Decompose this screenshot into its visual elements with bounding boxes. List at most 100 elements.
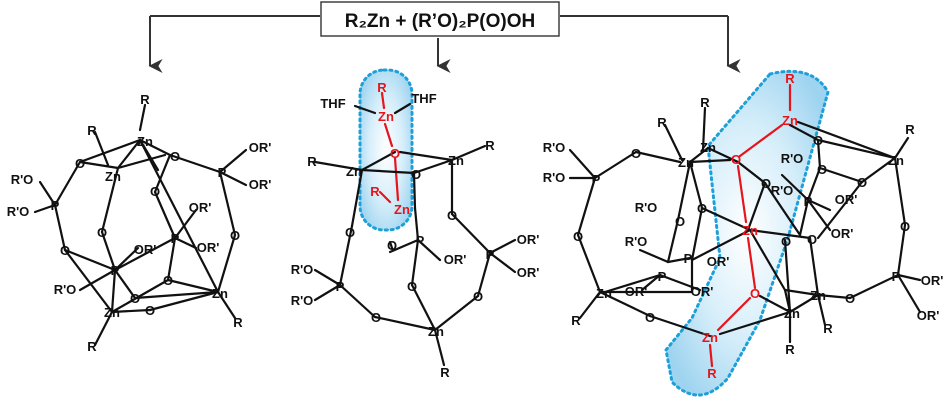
atom-zn: Zn — [448, 153, 464, 168]
atom-o: O — [675, 214, 685, 229]
atom-o: O — [163, 273, 173, 288]
atom-p: P — [892, 269, 901, 284]
cluster-middle-atoms: THF THF R Zn O R Zn R Zn O Zn R O O O P … — [291, 80, 540, 380]
atom-o: O — [150, 184, 160, 199]
atom-or: OR' — [831, 226, 854, 241]
atom-or: OR' — [249, 140, 272, 155]
atom-o: O — [387, 238, 397, 253]
atom-zn: Zn — [784, 306, 800, 321]
atom-r: R — [657, 115, 667, 130]
atom-o: O — [857, 175, 867, 190]
atom-r: R — [140, 92, 150, 107]
reaction-equation: R₂Zn + (R’O)₂P(O)OH — [345, 11, 536, 32]
atom-zn-highlight: Zn — [378, 109, 394, 124]
atom-r: R — [823, 321, 833, 336]
atom-r: R — [485, 138, 495, 153]
atom-or: OR' — [707, 254, 730, 269]
atom-o: O — [447, 208, 457, 223]
atom-p: P — [171, 231, 180, 246]
atom-p: P — [111, 263, 120, 278]
atom-ro: R'O — [771, 183, 794, 198]
atom-p: P — [51, 198, 60, 213]
atom-o: O — [230, 228, 240, 243]
atom-p: P — [684, 251, 693, 266]
atom-p: P — [804, 194, 813, 209]
atom-zn: Zn — [346, 164, 362, 179]
atom-thf: THF — [411, 91, 436, 106]
atom-o: O — [170, 149, 180, 164]
atom-r: R — [440, 365, 450, 380]
atom-o: O — [97, 225, 107, 240]
atom-o: O — [411, 167, 421, 182]
cluster-left: R R Zn Zn O O O P OR' OR' R'O R'O P O P … — [7, 92, 272, 354]
atom-ro: R'O — [291, 293, 314, 308]
atom-r: R — [87, 339, 97, 354]
atom-p: P — [592, 172, 601, 187]
atom-zn-highlight: Zn — [742, 223, 758, 238]
atom-zn: Zn — [105, 169, 121, 184]
atom-r: R — [785, 342, 795, 357]
atom-r: R — [571, 313, 581, 328]
atom-o: O — [761, 176, 771, 191]
atom-o: O — [371, 310, 381, 325]
cluster-right-bonds — [568, 83, 922, 368]
atom-or: OR' — [517, 265, 540, 280]
atom-or: OR' — [189, 200, 212, 215]
atom-ro: R'O — [543, 170, 566, 185]
atom-ro: R'O — [7, 204, 30, 219]
atom-o: O — [813, 133, 823, 148]
atom-zn-highlight: Zn — [702, 330, 718, 345]
cluster-left-bonds — [33, 103, 248, 347]
cluster-middle: THF THF R Zn O R Zn R Zn O Zn R O O O P … — [291, 80, 540, 380]
atom-o: O — [817, 162, 827, 177]
atom-zn: Zn — [104, 305, 120, 320]
atom-o: O — [697, 201, 707, 216]
atom-or: OR' — [835, 192, 858, 207]
atom-r: R — [700, 95, 710, 110]
reaction-arrows — [148, 15, 741, 73]
atom-r: R — [307, 154, 317, 169]
atom-zn-highlight: Zn — [782, 113, 798, 128]
atom-o: O — [845, 291, 855, 306]
atom-o: O — [145, 303, 155, 318]
atom-o: O — [345, 225, 355, 240]
atom-o: O — [645, 310, 655, 325]
atom-or: OR' — [134, 242, 157, 257]
atom-p: P — [416, 233, 425, 248]
atom-ro: R'O — [781, 151, 804, 166]
atom-zn: Zn — [810, 288, 826, 303]
atom-zn: Zn — [596, 286, 612, 301]
highlight-zinc-chain — [664, 69, 830, 397]
atom-o: O — [631, 146, 641, 161]
atom-zn: Zn — [137, 134, 153, 149]
atom-p: P — [218, 165, 227, 180]
atom-r-highlight: R — [707, 366, 717, 381]
atom-ro: R'O — [635, 200, 658, 215]
atom-or: OR' — [917, 308, 940, 323]
atom-o: O — [60, 243, 70, 258]
atom-r-highlight: R — [377, 80, 387, 95]
cluster-right-atoms: R Zn O Zn O Zn R R R Zn Zn O R'O R'O P O… — [543, 71, 944, 381]
atom-o: O — [900, 219, 910, 234]
atom-r: R — [233, 315, 243, 330]
atom-or: OR' — [444, 252, 467, 267]
atom-o-highlight: O — [750, 286, 760, 301]
atom-ro: R'O — [625, 234, 648, 249]
atom-p: P — [658, 269, 667, 284]
atom-zn-highlight: Zn — [394, 202, 410, 217]
atom-r-highlight: R — [785, 71, 795, 86]
atom-o: O — [573, 229, 583, 244]
atom-r: R — [87, 123, 97, 138]
cluster-left-atoms: R R Zn Zn O O O P OR' OR' R'O R'O P O P … — [7, 92, 272, 354]
atom-p: P — [336, 279, 345, 294]
atom-o: O — [407, 279, 417, 294]
atom-p: P — [486, 247, 495, 262]
atom-or: OR' — [197, 240, 220, 255]
atom-thf: THF — [320, 96, 345, 111]
reaction-box — [320, 1, 560, 37]
atom-o: O — [781, 234, 791, 249]
cluster-right: R Zn O Zn O Zn R R R Zn Zn O R'O R'O P O… — [543, 71, 944, 381]
cluster-middle-bonds — [313, 91, 517, 367]
